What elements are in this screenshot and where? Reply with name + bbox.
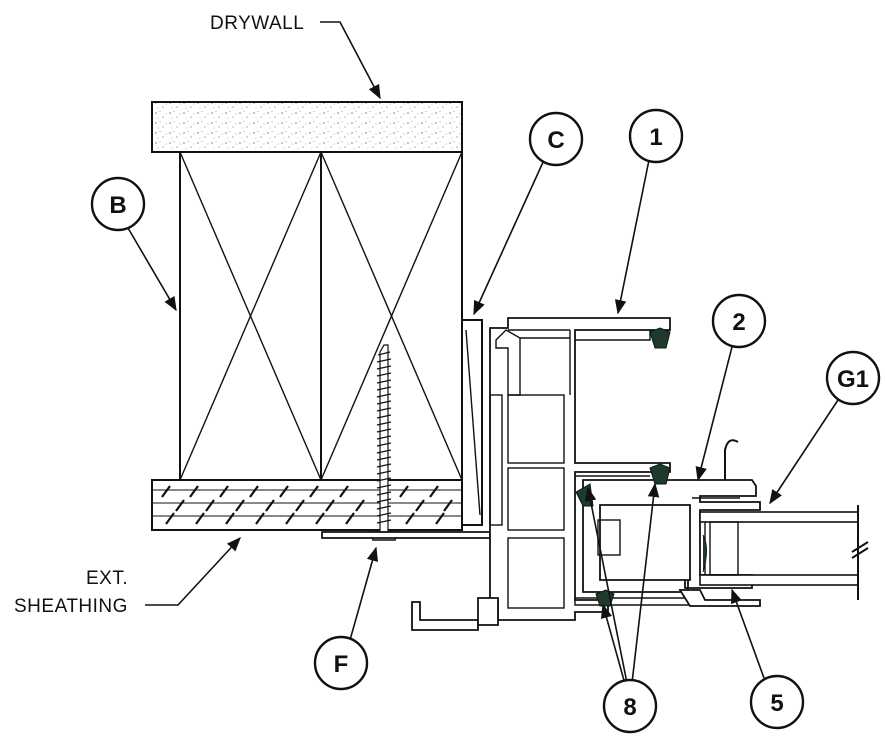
callout-c-text: C (547, 127, 564, 154)
shim (461, 319, 483, 526)
callout-b-text: B (109, 192, 126, 219)
callout-8: 8 (602, 678, 658, 734)
callout-b: B (90, 176, 146, 232)
callout-8-text: 8 (623, 694, 636, 721)
callout-f: F (313, 635, 369, 691)
callout-1: 1 (628, 108, 684, 164)
callout-2-text: 2 (732, 309, 745, 336)
glazing-unit (699, 505, 869, 600)
window-frame-profile (321, 317, 671, 631)
callout-1-text: 1 (649, 124, 662, 151)
callout-5-text: 5 (770, 690, 783, 717)
ext-sheathing-label-line1: EXT. (86, 568, 128, 589)
exterior-sheathing (151, 479, 463, 531)
callout-f-text: F (334, 651, 349, 678)
leader-lines (127, 21, 839, 685)
callout-c: C (528, 111, 584, 167)
callout-g1: G1 (825, 350, 881, 406)
drywall (151, 101, 463, 153)
drywall-label: DRYWALL (210, 13, 304, 34)
callout-2: 2 (711, 293, 767, 349)
callout-5: 5 (749, 674, 805, 730)
callout-g1-text: G1 (837, 366, 869, 393)
stud-wall (179, 151, 463, 481)
ext-sheathing-label-line2: SHEATHING (14, 596, 128, 617)
